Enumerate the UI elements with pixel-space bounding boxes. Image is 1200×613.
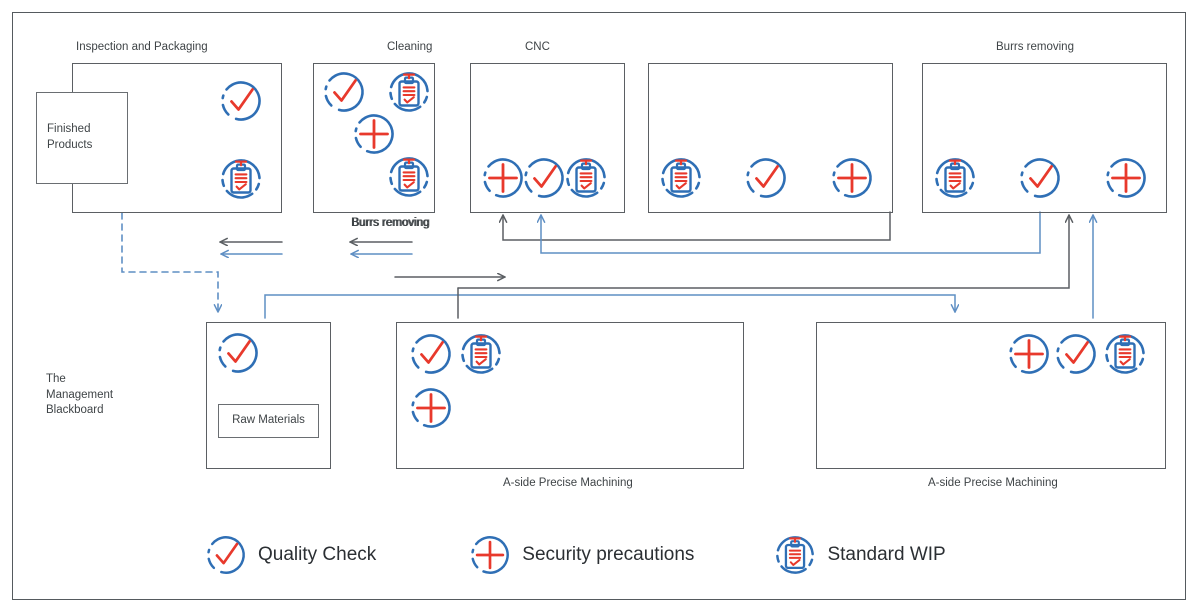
legend-item-quality-check: Quality Check (200, 529, 377, 581)
caption-cnc: CNC (525, 41, 550, 53)
security-precautions-icon (465, 529, 516, 581)
management-blackboard-label: The Management Blackboard (46, 373, 114, 417)
quality-check-icon (739, 151, 793, 205)
caption-burrs-removing-below-cleaning: Burrs removing (351, 217, 429, 229)
security-precautions-icon (1002, 327, 1056, 381)
security-precautions-icon (347, 107, 401, 161)
caption-a-side-right: A-side Precise Machining (928, 477, 1058, 489)
standard-wip-icon (387, 70, 431, 114)
legend-item-security-precautions: Security precautions (465, 529, 695, 581)
legend-label-quality-check: Quality Check (258, 544, 377, 565)
security-precautions-icon (404, 381, 458, 435)
station-a-side-precise-machining-right[interactable] (816, 322, 1166, 469)
standard-wip-icon (1103, 332, 1147, 376)
standard-wip-icon (387, 155, 431, 199)
caption-burrs-removing-top: Burrs removing (996, 41, 1074, 53)
management-blackboard-label-wrap: The Management Blackboard (36, 322, 151, 469)
station-cnc[interactable] (470, 63, 625, 213)
standard-wip-icon (774, 534, 817, 576)
caption-cleaning: Cleaning (387, 41, 433, 53)
standard-wip-icon (564, 156, 608, 200)
standard-wip-icon (659, 156, 703, 200)
station-burrs-removing[interactable] (922, 63, 1167, 213)
quality-check-icon (404, 327, 458, 381)
diagram-outer-frame (12, 12, 1186, 600)
station-cleaning[interactable] (313, 63, 435, 213)
standard-wip-icon (459, 332, 503, 376)
station-middle-machining[interactable] (648, 63, 893, 213)
caption-a-side-left: A-side Precise Machining (503, 477, 633, 489)
quality-check-icon (1049, 327, 1103, 381)
station-a-side-precise-machining-left[interactable] (396, 322, 744, 469)
legend-label-standard-wip: Standard WIP (827, 544, 946, 565)
standard-wip-icon (933, 156, 977, 200)
quality-check-icon (317, 65, 371, 119)
caption-inspection-and-packaging: Inspection and Packaging (76, 41, 208, 53)
security-precautions-icon (1099, 151, 1153, 205)
quality-check-icon (200, 529, 252, 581)
caption-burrs-removing-mid: Burrs removing (352, 217, 430, 229)
quality-check-icon (517, 151, 571, 205)
raw-materials-box[interactable]: Raw Materials (218, 404, 319, 438)
raw-materials-label: Raw Materials (232, 414, 305, 427)
security-precautions-icon (476, 151, 530, 205)
standard-wip-icon (219, 157, 263, 201)
finished-products-box[interactable]: Finished Products (36, 92, 128, 184)
legend: Quality Check Security precautions Stand… (200, 529, 946, 581)
quality-check-icon (1013, 151, 1067, 205)
station-raw-materials[interactable] (206, 322, 331, 469)
security-precautions-icon (825, 151, 879, 205)
quality-check-icon (214, 74, 268, 128)
quality-check-icon (211, 326, 265, 380)
finished-products-label: Finished Products (47, 123, 93, 151)
legend-item-standard-wip: Standard WIP (774, 534, 946, 576)
legend-label-security-precautions: Security precautions (522, 544, 695, 565)
